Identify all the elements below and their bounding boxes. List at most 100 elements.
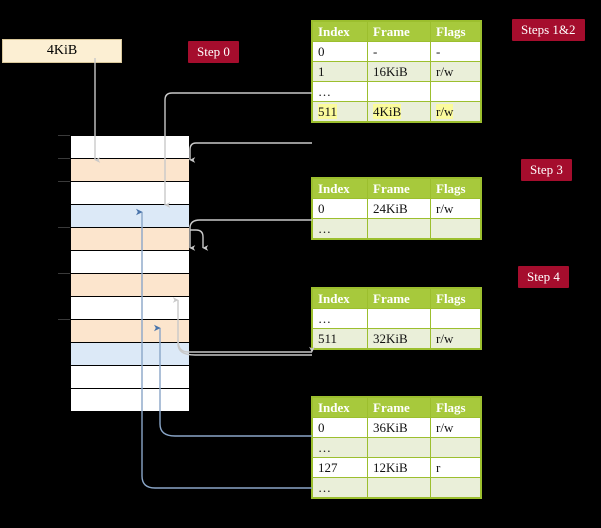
memory-frame-row — [70, 365, 190, 389]
table-cell: r/w — [430, 417, 481, 438]
badge-step-3: Step 3 — [521, 159, 572, 181]
cell-text: 0 — [318, 420, 325, 435]
table-cell — [367, 308, 431, 329]
table-cell — [430, 308, 481, 329]
column-header-flags: Flags — [430, 178, 481, 199]
badge-step-0: Step 0 — [188, 41, 239, 63]
table-row: 127 12KiB r — [312, 457, 481, 478]
table-cell — [430, 477, 481, 498]
memory-tick-mark — [58, 319, 70, 320]
wire-mem-to-pd — [177, 339, 315, 353]
table-row: … — [312, 308, 481, 329]
cell-text: … — [318, 84, 331, 99]
memory-frame-row — [70, 227, 190, 251]
table-cell: 36KiB — [367, 417, 431, 438]
cell-text: 0 — [318, 44, 325, 59]
table-cell: r/w — [430, 328, 481, 349]
cell-text: … — [318, 480, 331, 495]
table-cell: … — [312, 81, 368, 102]
memory-frame-row — [70, 388, 190, 412]
table-cell: 511 — [312, 328, 368, 349]
column-header-flags: Flags — [430, 288, 481, 309]
cell-text: - — [373, 44, 378, 59]
cell-text: 16KiB — [373, 64, 408, 79]
cell-text: - — [436, 44, 441, 59]
table-cell: 24KiB — [367, 198, 431, 219]
table-cell: 0 — [312, 417, 368, 438]
frame-size-label: 4KiB — [2, 39, 122, 63]
table-row: 0 - - — [312, 41, 481, 62]
wire-pdpt-0-to-mem — [189, 219, 312, 251]
table-cell — [430, 81, 481, 102]
memory-tick-mark — [58, 181, 70, 182]
table-cell — [367, 81, 431, 102]
cell-text: r/w — [436, 64, 454, 79]
cell-text: 4KiB — [373, 104, 402, 119]
memory-tick-mark — [58, 135, 70, 136]
cell-text: r/w — [436, 331, 454, 346]
table-cell: 4KiB — [367, 101, 431, 122]
memory-frame-row — [70, 158, 190, 182]
table-row: … — [312, 437, 481, 458]
table-cell — [367, 437, 431, 458]
table-cell: r — [430, 457, 481, 478]
memory-tick-mark — [58, 227, 70, 228]
table-cell: … — [312, 477, 368, 498]
memory-frame-row — [70, 273, 190, 297]
column-header-index: Index — [312, 288, 368, 309]
column-header-index: Index — [312, 178, 368, 199]
cell-text: … — [318, 440, 331, 455]
cell-text: r — [436, 460, 441, 475]
column-header-frame: Frame — [367, 178, 431, 199]
badge-step-4: Step 4 — [518, 266, 569, 288]
memory-frame-row — [70, 319, 190, 343]
memory-frame-row — [70, 250, 190, 274]
cell-text: … — [318, 311, 331, 326]
table-cell — [430, 437, 481, 458]
memory-frame-row — [70, 181, 190, 205]
table-cell: r/w — [430, 198, 481, 219]
table-row: … — [312, 81, 481, 102]
column-header-frame: Frame — [367, 397, 431, 418]
cell-text: 511 — [318, 331, 338, 346]
table-cell: 127 — [312, 457, 368, 478]
table-cell: 0 — [312, 41, 368, 62]
table-cell: - — [430, 41, 481, 62]
table-row: 1 16KiB r/w — [312, 61, 481, 82]
memory-frame-row — [70, 342, 190, 366]
cell-text: 36KiB — [373, 420, 408, 435]
column-header-flags: Flags — [430, 397, 481, 418]
badge-steps-1-2: Steps 1&2 — [512, 19, 585, 41]
memory-tick-mark — [58, 273, 70, 274]
table-cell: r/w — [430, 61, 481, 82]
frame-size-text: 4KiB — [46, 43, 78, 58]
cell-text: 1 — [318, 64, 325, 79]
table-row: 0 36KiB r/w — [312, 417, 481, 438]
table-cell: 32KiB — [367, 328, 431, 349]
table-cell: 12KiB — [367, 457, 431, 478]
cell-text: r/w — [436, 104, 454, 119]
memory-frame-row — [70, 296, 190, 320]
wire-mem-rowA-to-pdpt — [190, 229, 209, 251]
table-row: … — [312, 477, 481, 498]
cell-text: … — [318, 221, 331, 236]
memory-frame-row — [70, 204, 190, 228]
column-header-frame: Frame — [367, 21, 431, 42]
table-cell: 16KiB — [367, 61, 431, 82]
table-cell: … — [312, 437, 368, 458]
cell-text: 511 — [318, 104, 338, 119]
cell-text: 32KiB — [373, 331, 408, 346]
table-cell: 0 — [312, 198, 368, 219]
column-header-index: Index — [312, 21, 368, 42]
cell-text: 127 — [318, 460, 338, 475]
table-cell: … — [312, 218, 368, 239]
